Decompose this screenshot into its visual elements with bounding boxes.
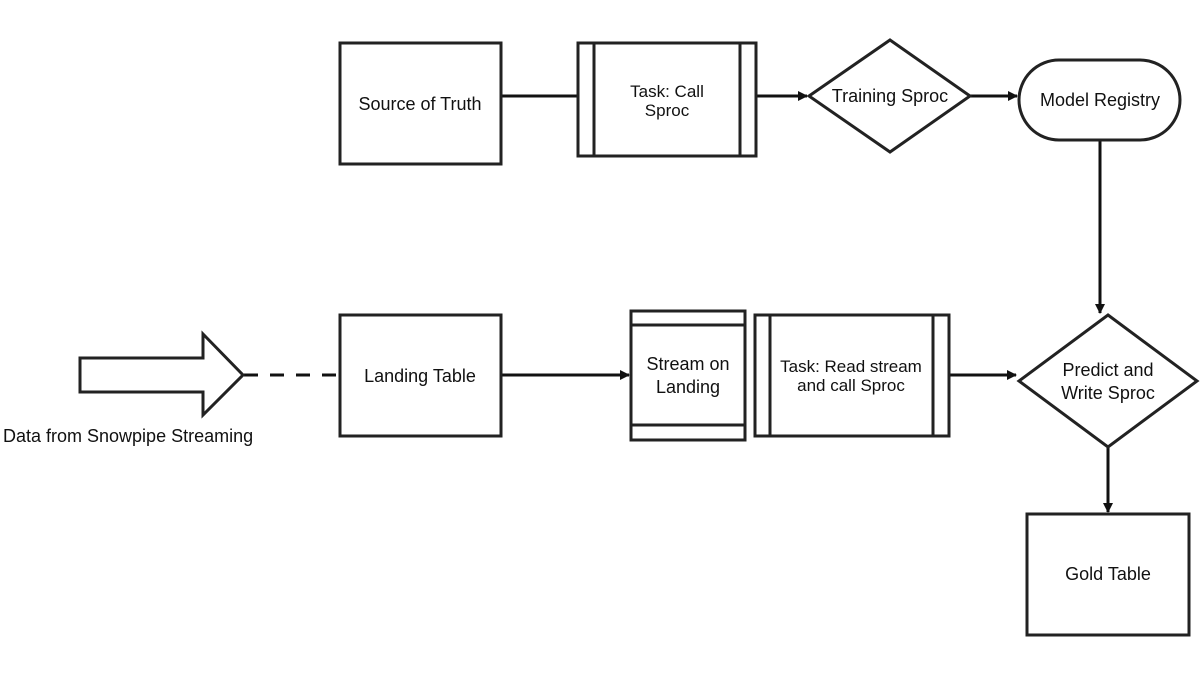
node-landing-table-label: Landing Table bbox=[364, 366, 476, 386]
node-task-call-sproc: Task: Call Sproc bbox=[576, 41, 758, 158]
node-model-registry-label: Model Registry bbox=[1040, 90, 1160, 110]
node-stream-on-landing: Stream on Landing bbox=[629, 309, 747, 442]
node-task-call-sproc-label-line2: Sproc bbox=[645, 101, 690, 120]
node-predict-write-sproc: Predict and Write Sproc bbox=[1016, 313, 1200, 449]
node-model-registry: Model Registry bbox=[1017, 58, 1182, 142]
node-stream-on-landing-label-line1: Stream on bbox=[646, 354, 729, 374]
input-block-arrow-icon bbox=[78, 330, 246, 419]
node-training-sproc-label: Training Sproc bbox=[832, 86, 948, 106]
node-gold-table: Gold Table bbox=[1025, 512, 1191, 637]
node-task-read-stream: Task: Read stream and call Sproc bbox=[753, 313, 951, 438]
node-task-read-stream-label-line1: Task: Read stream bbox=[780, 357, 922, 376]
node-stream-on-landing-label-line2: Landing bbox=[656, 377, 720, 397]
node-predict-write-sproc-label-line2: Write Sproc bbox=[1061, 383, 1155, 403]
node-gold-table-label: Gold Table bbox=[1065, 564, 1151, 584]
input-caption: Data from Snowpipe Streaming bbox=[3, 426, 253, 446]
node-task-read-stream-label-line2: and call Sproc bbox=[797, 376, 905, 395]
node-predict-write-sproc-label-line1: Predict and bbox=[1062, 360, 1153, 380]
node-landing-table: Landing Table bbox=[338, 313, 503, 438]
node-source-of-truth-label: Source of Truth bbox=[358, 94, 481, 114]
node-source-of-truth: Source of Truth bbox=[338, 41, 503, 166]
node-task-call-sproc-label-line1: Task: Call bbox=[630, 82, 704, 101]
node-training-sproc: Training Sproc bbox=[806, 38, 973, 154]
